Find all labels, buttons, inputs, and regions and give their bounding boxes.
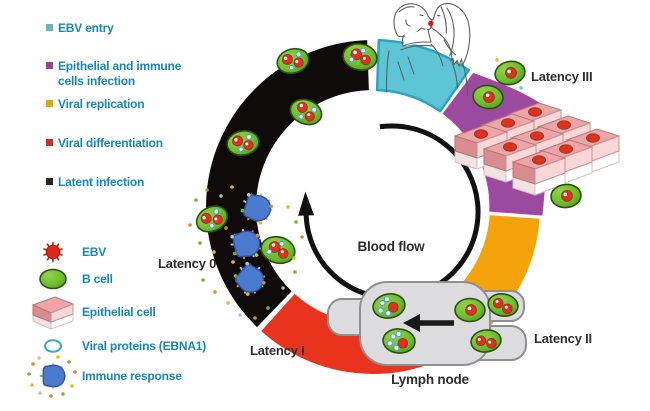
legend-label-latent-infection: Latent infection [58, 175, 145, 189]
latency0-label: Latency 0 [158, 256, 216, 271]
viral-proteins-icon [24, 337, 82, 355]
swatch-viral-differentiation [46, 139, 53, 146]
legend-label-ebv: EBV [82, 245, 107, 259]
swatch-ebv-entry [46, 24, 53, 31]
infected-b-cells-latency3 [470, 57, 583, 210]
swatch-viral-replication [46, 100, 53, 107]
legend-item-ebv-entry: EBV entry [46, 21, 198, 36]
legend-label-infection: Epithelial and immune cells infection [58, 59, 182, 88]
legend-item-b-cell: B cell [24, 266, 113, 292]
legend-label-b-cell: B cell [82, 272, 113, 286]
swatch-infection [46, 62, 53, 69]
lymph-node-label: Lymph node [391, 372, 469, 387]
legend-label-viral-replication: Viral replication [58, 97, 145, 111]
b-cell [454, 297, 486, 323]
legend-label-viral-differentiation: Viral differentiation [58, 136, 163, 150]
latency2-label: Latency II [534, 331, 592, 346]
transmitted-virus-dot [428, 20, 434, 26]
epithelial-cell-icon [24, 293, 82, 331]
legend-item-viral-replication: Viral replication [46, 97, 198, 112]
lymph-node: Lymph node [327, 281, 527, 387]
legend-label-ebv-entry: EBV entry [58, 21, 114, 35]
legend-label-immune-response: Immune response [82, 369, 182, 383]
free-virus-particles [188, 185, 304, 320]
legend-item-viral-differentiation: Viral differentiation [46, 136, 198, 151]
kissing-couple-illustration [385, 2, 471, 97]
legend-label-epithelial-cell: Epithelial cell [82, 305, 156, 319]
latency3-label: Latency III [531, 69, 592, 84]
legend-item-immune-response: Immune response [24, 354, 182, 398]
migration-arrow [403, 314, 454, 332]
blood-flow-label: Blood flow [358, 239, 426, 254]
legend-item-latent-infection: Latent infection [46, 175, 198, 190]
legend-item-epithelial-cell: Epithelial cell [24, 293, 156, 331]
b-cell-icon [24, 267, 82, 291]
swatch-latent-infection [46, 178, 53, 185]
ebv-virus-icon [24, 240, 82, 264]
blood-flow-arrow: Blood flow [298, 123, 481, 301]
legend-item-infection: Epithelial and immune cells infection [46, 59, 184, 89]
immune-response-icon [24, 354, 82, 398]
legend-label-viral-proteins: Viral proteins (EBNA1) [82, 339, 207, 353]
legend-item-ebv: EBV [24, 239, 106, 265]
legend-item-viral-proteins: Viral proteins (EBNA1) [24, 335, 206, 357]
latency1-label: Latency I [250, 343, 305, 358]
